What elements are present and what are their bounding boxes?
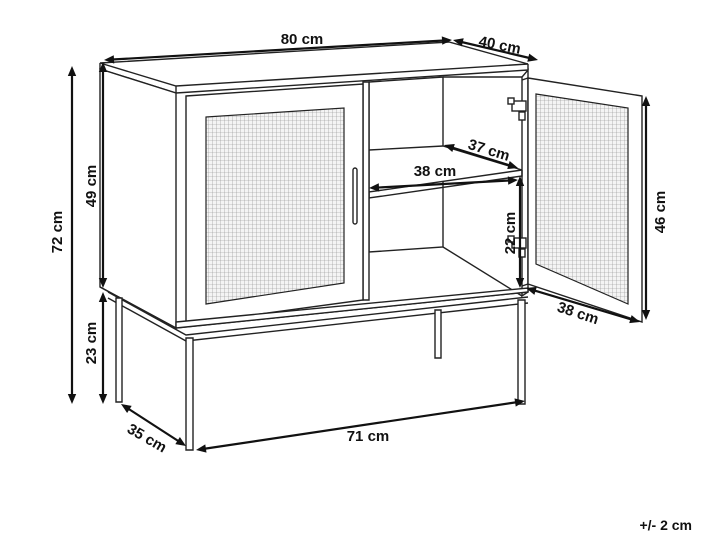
dim-label-door-height: 46 cm: [652, 191, 669, 234]
hinge-upper: [507, 97, 527, 121]
dim-arrow-height-total: [67, 66, 77, 404]
dim-arrow-height-body: [98, 62, 108, 288]
dim-arrow-door-height: [641, 96, 651, 320]
leg-front-left: [185, 337, 194, 451]
dim-label-leg-width: 71 cm: [347, 428, 390, 445]
cabinet-left-side: [99, 68, 177, 330]
right-door-cane-panel: [535, 93, 629, 305]
dim-arrow-door-width: [526, 286, 640, 324]
cabinet-drawing: [99, 41, 643, 451]
dim-arrow-depth-top: [453, 38, 538, 62]
dim-label-shelf-width: 38 cm: [414, 163, 457, 180]
dim-label-height-body: 49 cm: [83, 165, 100, 208]
door-handle: [352, 167, 358, 225]
dim-arrow-leg-depth: [121, 404, 186, 446]
dimension-lines: [67, 36, 651, 453]
leg-back-right: [434, 309, 442, 359]
dim-label-leg-depth: 35 cm: [124, 420, 169, 456]
leg-back-left: [115, 297, 123, 403]
dim-arrow-leg-width: [196, 398, 525, 453]
dim-arrow-shelf-depth: [444, 143, 518, 170]
dim-arrow-height-legs: [98, 292, 108, 404]
tolerance-note: +/- 2 cm: [639, 517, 692, 533]
dim-arrow-shelf-height: [515, 176, 525, 288]
left-door-cane-panel: [205, 107, 345, 305]
dim-arrow-width-top: [104, 36, 452, 64]
dim-label-width-top: 80 cm: [281, 31, 324, 48]
dim-label-height-total: 72 cm: [49, 211, 66, 254]
leg-front-right: [517, 299, 526, 405]
dim-arrow-shelf-width: [369, 176, 518, 192]
dim-label-height-legs: 23 cm: [83, 322, 100, 365]
dim-label-shelf-height: 22 cm: [502, 212, 519, 255]
